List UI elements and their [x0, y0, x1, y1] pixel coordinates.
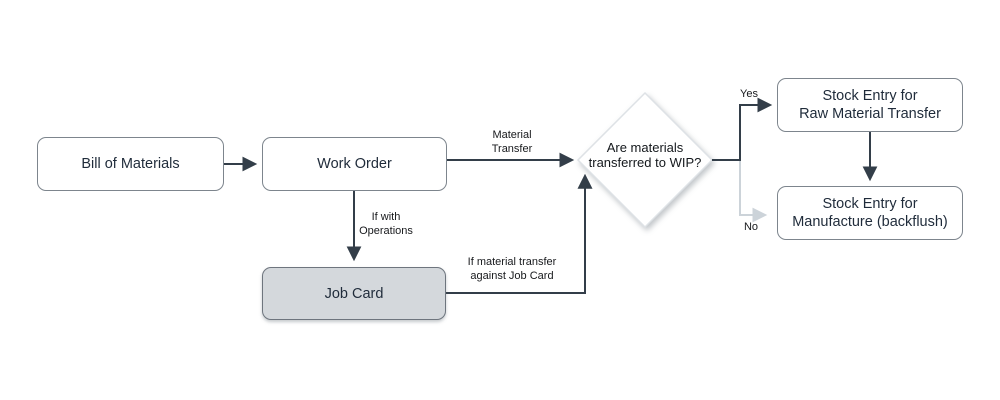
node-label: Bill of Materials [81, 156, 180, 172]
node-label: Work Order [317, 156, 392, 172]
edge-label-material-transfer: Material Transfer [491, 129, 533, 155]
node-stock-entry-manufacture-backflush: Stock Entry for Manufacture (backflush) [777, 186, 963, 240]
node-label-line2: Manufacture (backflush) [792, 214, 948, 230]
edge-decision-to-rawtransfer-yes [712, 97, 773, 161]
decision-label-line2: transferred to WIP? [588, 155, 702, 170]
node-label-line2: Raw Material Transfer [799, 106, 941, 122]
node-work-order: Work Order [262, 137, 447, 191]
edge-decision-to-manufacture-no [739, 161, 768, 223]
node-stock-entry-raw-material-transfer: Stock Entry for Raw Material Transfer [777, 78, 963, 132]
node-label-line1: Stock Entry for [822, 88, 918, 104]
edge-jobcard-to-decision [446, 173, 593, 294]
node-label: Job Card [324, 285, 384, 302]
node-job-card: Job Card [262, 267, 446, 320]
edge-label-if-material-transfer-against-job-card: If material transfer against Job Card [467, 256, 557, 282]
decision-label-line1: Are materials [606, 140, 684, 155]
edge-label-if-with-operations: If with Operations [359, 211, 413, 237]
edge-label-no: No [743, 221, 759, 233]
edge-label-yes: Yes [740, 88, 758, 100]
node-bill-of-materials: Bill of Materials [37, 137, 224, 191]
node-label-line1: Stock Entry for [822, 196, 918, 212]
decision-diamond [576, 91, 714, 229]
decision-label: Are materials transferred to WIP? [582, 140, 708, 170]
